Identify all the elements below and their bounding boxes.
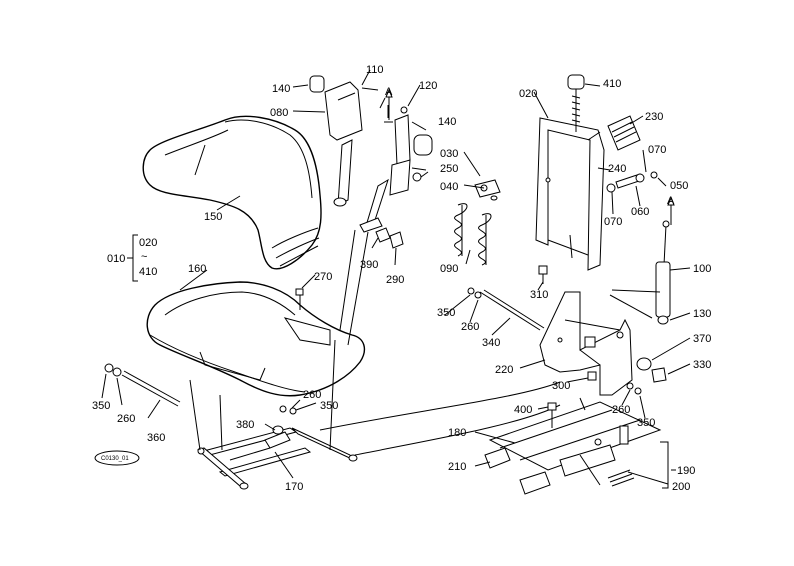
label-100: 100 [693, 263, 711, 275]
label-250: 250 [440, 163, 458, 175]
label-170: 170 [285, 481, 303, 493]
label-260-seat: 260 [303, 389, 321, 401]
bolt-270 [295, 288, 304, 310]
label-260-mid: 260 [461, 321, 479, 333]
plate-230 [607, 115, 641, 151]
backrest-150 [142, 115, 322, 270]
label-260-left: 260 [117, 413, 135, 425]
label-300: 300 [552, 380, 570, 392]
shaft-340 [467, 287, 545, 331]
label-040: 040 [440, 181, 458, 193]
label-340: 340 [482, 337, 500, 349]
part-number-labels: 140 080 110 A 120 140 250 150 390 290 27… [92, 64, 711, 493]
label-group-tilde: ~ [141, 251, 147, 263]
label-030: 030 [440, 148, 458, 160]
label-210: 210 [448, 461, 466, 473]
label-200: 200 [672, 481, 690, 493]
label-350-mid: 350 [437, 307, 455, 319]
knob-410 [567, 74, 585, 132]
knob-380 [264, 425, 291, 449]
label-020-group: 020 [139, 237, 157, 249]
label-140-top: 140 [272, 83, 290, 95]
label-080: 080 [270, 107, 288, 119]
slide-rail-assembly [484, 397, 662, 495]
label-a-2: A [667, 195, 675, 207]
springs-090 [454, 179, 501, 266]
label-370: 370 [693, 333, 711, 345]
label-060: 060 [631, 206, 649, 218]
label-070-top: 070 [648, 144, 666, 156]
label-290: 290 [386, 274, 404, 286]
label-400: 400 [514, 404, 532, 416]
label-350-right: 350 [637, 417, 655, 429]
bracket-right [359, 114, 433, 233]
bracket-080 [309, 75, 363, 207]
label-410-group: 410 [139, 266, 157, 278]
label-230: 230 [645, 111, 663, 123]
drawing-code-badge: C0130_01 [94, 450, 140, 466]
label-110: 110 [366, 64, 384, 76]
label-150: 150 [204, 211, 222, 223]
drawing-code: C0130_01 [101, 456, 129, 462]
label-310: 310 [530, 289, 548, 301]
leader-lines [101, 69, 691, 489]
label-330: 330 [693, 359, 711, 371]
label-130: 130 [693, 308, 711, 320]
label-090: 090 [440, 263, 458, 275]
shock-absorber-100 [655, 220, 671, 325]
pins-050-060-070 [606, 171, 658, 193]
label-360: 360 [147, 432, 165, 444]
upper-frame-020 [535, 117, 605, 271]
label-390: 390 [360, 259, 378, 271]
label-a-1: A [385, 86, 393, 98]
label-240: 240 [608, 163, 626, 175]
label-010: 010 [107, 253, 125, 265]
label-350-seat: 350 [320, 400, 338, 412]
label-050: 050 [670, 180, 688, 192]
label-380: 380 [236, 419, 254, 431]
shaft-360 [104, 363, 181, 407]
label-160: 160 [188, 263, 206, 275]
label-260-right: 260 [612, 404, 630, 416]
label-140-right: 140 [438, 116, 456, 128]
label-220: 220 [495, 364, 513, 376]
label-070-bottom: 070 [604, 216, 622, 228]
label-120: 120 [419, 80, 437, 92]
seat-frame-170 [189, 339, 358, 490]
label-190: 190 [677, 465, 695, 477]
label-180: 180 [448, 427, 466, 439]
label-020: 020 [519, 88, 537, 100]
label-350-left: 350 [92, 400, 110, 412]
lower-bracket-220 [539, 291, 633, 396]
seat-cushion-160 [146, 281, 366, 397]
label-270: 270 [314, 271, 332, 283]
label-410: 410 [603, 78, 621, 90]
